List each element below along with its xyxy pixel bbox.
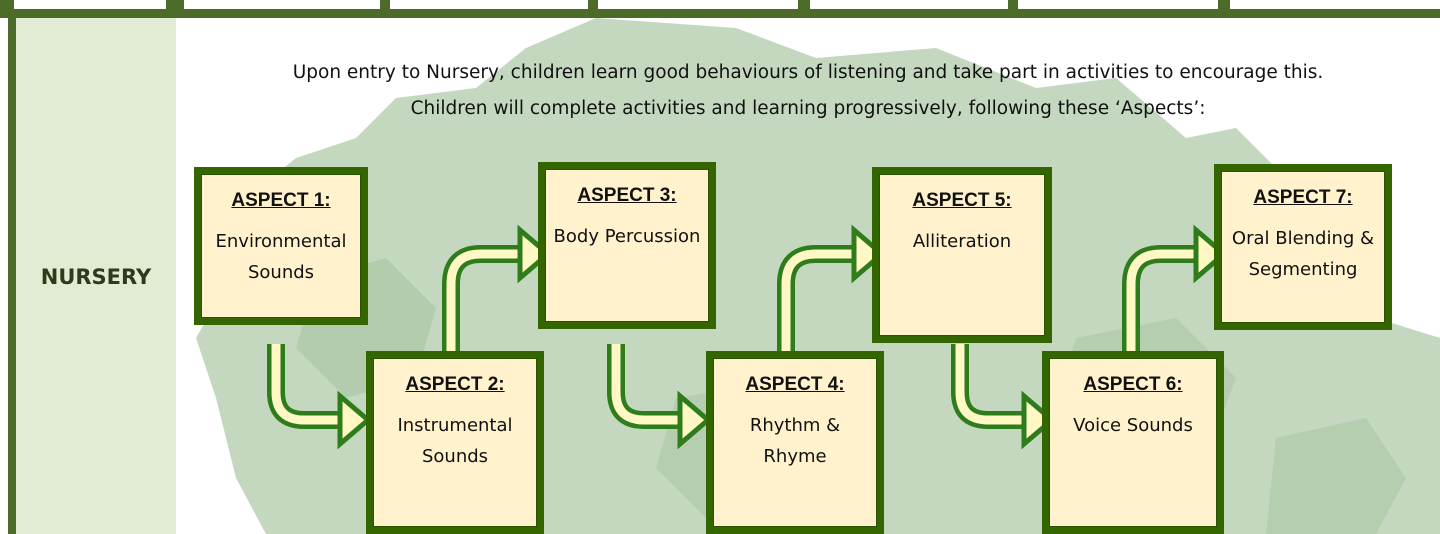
aspect-1-heading: ASPECT 1: xyxy=(231,190,331,211)
aspect-6-heading: ASPECT 6: xyxy=(1083,374,1183,395)
aspect-2-text: Instrumental Sounds xyxy=(397,415,513,467)
aspect-5-heading: ASPECT 5: xyxy=(912,190,1012,211)
content-cell: Upon entry to Nursery, children learn go… xyxy=(176,18,1440,534)
aspect-5-text: Alliteration xyxy=(912,231,1012,252)
aspect-4-text: Rhythm & Rhyme xyxy=(749,415,841,467)
aspect-7-text: Oral Blending & Segmenting xyxy=(1231,228,1375,280)
aspect-4-box: ASPECT 4: Rhythm & Rhyme xyxy=(706,351,884,534)
prev-row-cell xyxy=(810,0,1008,9)
prev-row-cell xyxy=(184,0,380,9)
aspect-2-box: ASPECT 2: Instrumental Sounds xyxy=(366,351,544,534)
row-label-cell: NURSERY xyxy=(8,18,184,534)
aspect-2-heading: ASPECT 2: xyxy=(405,374,505,395)
aspect-5-box: ASPECT 5: Alliteration xyxy=(872,167,1052,343)
aspect-1-box: ASPECT 1: Environmental Sounds xyxy=(194,167,368,325)
aspect-7-heading: ASPECT 7: xyxy=(1253,187,1353,208)
aspect-4-heading: ASPECT 4: xyxy=(745,374,845,395)
aspect-3-text: Body Percussion xyxy=(553,226,701,247)
intro-line-1: Upon entry to Nursery, children learn go… xyxy=(292,62,1324,83)
prev-row-cell xyxy=(14,0,166,9)
aspect-7-box: ASPECT 7: Oral Blending & Segmenting xyxy=(1214,164,1392,330)
aspect-3-heading: ASPECT 3: xyxy=(577,185,677,206)
row-label: NURSERY xyxy=(40,265,152,289)
prev-row-cell xyxy=(598,0,798,9)
prev-row-cell xyxy=(1018,0,1218,9)
aspect-1-text: Environmental Sounds xyxy=(215,231,347,283)
aspect-6-text: Voice Sounds xyxy=(1073,415,1193,436)
intro-line-2: Children will complete activities and le… xyxy=(410,98,1206,119)
prev-row-cell xyxy=(1230,0,1440,9)
aspect-6-box: ASPECT 6: Voice Sounds xyxy=(1042,351,1224,534)
aspect-3-box: ASPECT 3: Body Percussion xyxy=(538,162,716,329)
prev-row-cell xyxy=(390,0,588,9)
